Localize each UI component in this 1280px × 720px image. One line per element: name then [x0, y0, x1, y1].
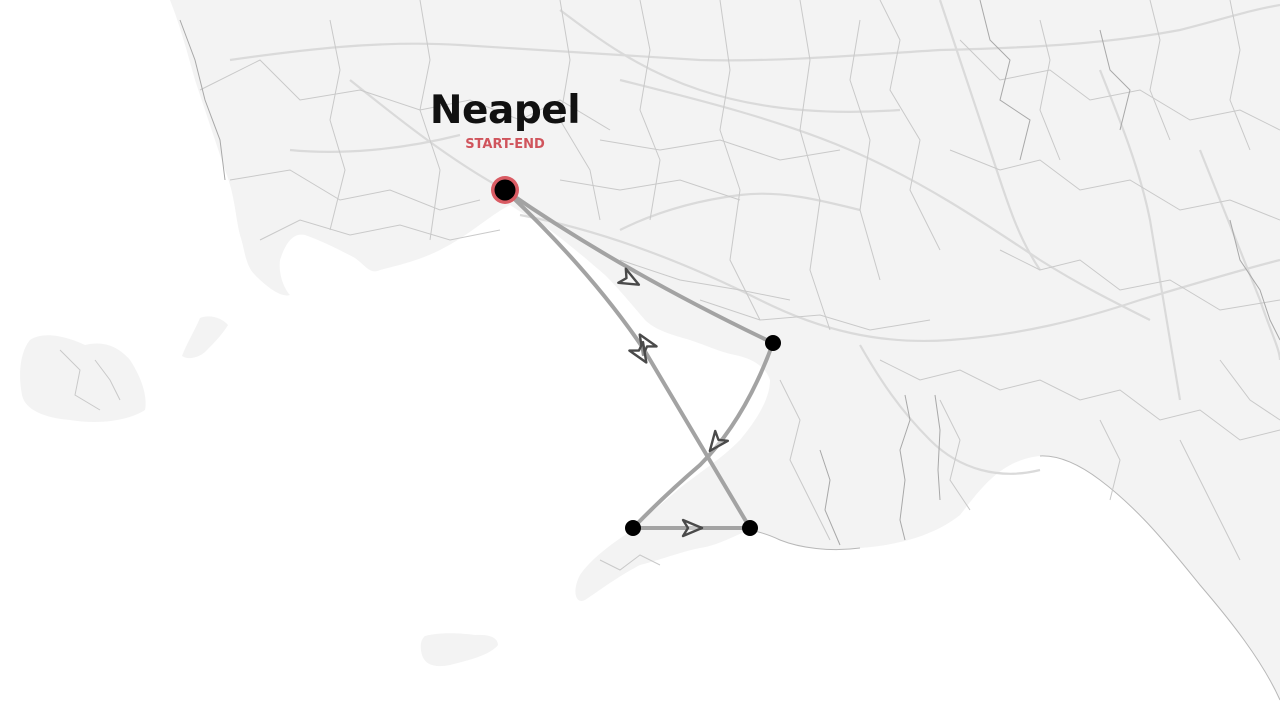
island-procida: [182, 316, 228, 359]
island-ischia: [20, 335, 146, 422]
stop-marker[interactable]: [765, 335, 781, 351]
admin-boundaries: [179, 0, 1280, 546]
start-end-tag: START-END: [465, 137, 545, 152]
stop-marker[interactable]: [742, 520, 758, 536]
start-end-marker[interactable]: [491, 176, 519, 204]
minor-roads: [59, 0, 1280, 571]
island-capri: [420, 633, 498, 667]
route-leg-4[interactable]: [503, 188, 752, 530]
city-label-neapel: Neapel: [429, 88, 581, 133]
stop-marker[interactable]: [625, 520, 641, 536]
mainland: [170, 0, 1280, 700]
route-leg-1[interactable]: [503, 188, 775, 345]
coastline: [749, 455, 1280, 701]
route-leg-2[interactable]: [631, 341, 775, 530]
major-roads: [229, 0, 1280, 475]
